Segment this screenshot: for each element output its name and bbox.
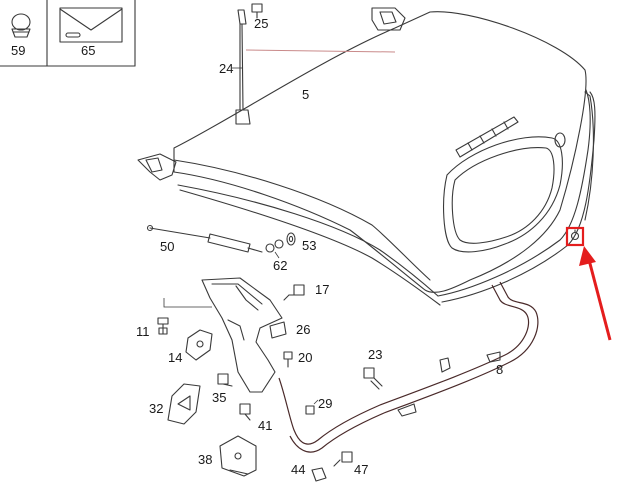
gas-strut-50-icon [146, 224, 263, 253]
bracket-32-icon [167, 383, 201, 425]
part-label-44: 44 [291, 462, 305, 477]
part-label-29: 29 [318, 396, 332, 411]
part-label-62: 62 [273, 258, 287, 273]
part-label-38: 38 [198, 452, 212, 467]
part-label-14: 14 [168, 350, 182, 365]
lock-38-icon [219, 435, 257, 477]
leader-strut-hinge [245, 49, 396, 53]
bolt-41-icon [239, 403, 251, 421]
clip-icon [11, 13, 31, 38]
inset-panel: 59 65 [0, 0, 136, 67]
part-label-53: 53 [302, 238, 316, 253]
bolt-35-icon [217, 373, 233, 387]
red-arrow-icon [579, 246, 612, 341]
part-label-41: 41 [258, 418, 272, 433]
part-label-35: 35 [212, 390, 226, 405]
bolt-23-icon [363, 367, 383, 390]
highlight-marker[interactable] [565, 226, 585, 247]
trunk-lid [137, 7, 596, 306]
part-label-5: 5 [302, 87, 309, 102]
bolt-25-icon [251, 3, 263, 19]
leader-11 [163, 298, 212, 308]
part-label-65: 65 [81, 43, 95, 58]
part-label-25: 25 [254, 16, 268, 31]
highlight-box[interactable] [565, 226, 585, 247]
gas-strut [232, 9, 251, 125]
part-label-11: 11 [136, 324, 150, 339]
part-label-47: 47 [354, 462, 368, 477]
part-label-17: 17 [315, 282, 329, 297]
clip-26-icon [269, 321, 287, 339]
bolt-47-icon [333, 451, 353, 467]
part-label-24: 24 [219, 61, 233, 76]
part-label-32: 32 [149, 401, 163, 416]
bolt-17-icon [283, 284, 305, 301]
bolt-20-icon [283, 351, 293, 368]
part-label-59: 59 [11, 43, 25, 58]
part-label-8: 8 [496, 362, 503, 377]
part-label-50: 50 [160, 239, 174, 254]
bushing-53-icon [286, 232, 296, 246]
bolt-11-icon [157, 317, 169, 335]
bracket-14-icon [185, 329, 213, 361]
part-label-20: 20 [298, 350, 312, 365]
nut-62-icon [265, 239, 284, 259]
part-label-26: 26 [296, 322, 310, 337]
rubber-seal [278, 281, 539, 453]
envelope-icon [59, 7, 123, 43]
part-label-23: 23 [368, 347, 382, 362]
nut-44-icon [311, 467, 327, 482]
hinge-arm [201, 277, 283, 393]
nut-29-icon [305, 399, 319, 415]
